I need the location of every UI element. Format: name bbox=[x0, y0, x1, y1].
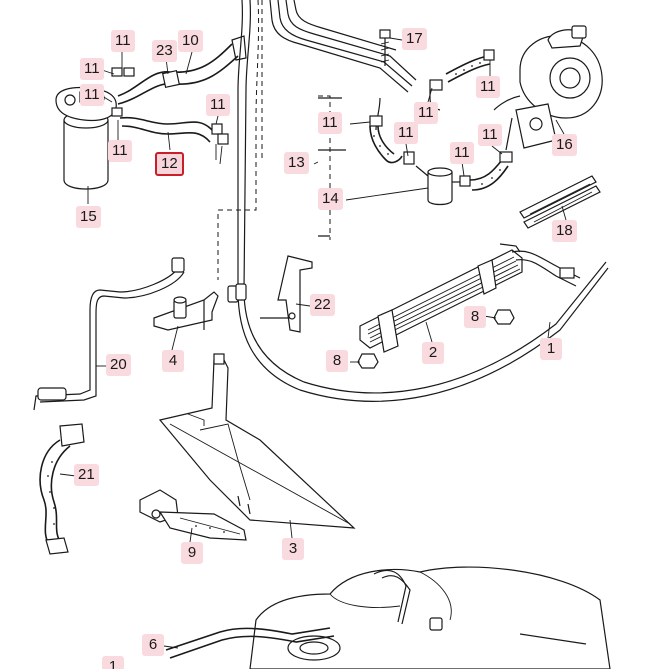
callout-11[interactable]: 11 bbox=[318, 112, 342, 134]
callout-11[interactable]: 11 bbox=[450, 142, 474, 164]
callout-2[interactable]: 2 bbox=[422, 342, 444, 364]
splash-shield bbox=[158, 353, 356, 529]
oil-cooler bbox=[359, 243, 581, 353]
bracket-13 bbox=[318, 97, 346, 237]
callout-6[interactable]: 6 bbox=[142, 634, 164, 656]
callout-11[interactable]: 11 bbox=[394, 122, 418, 144]
upper-pipe-bundle bbox=[269, 0, 417, 240]
callout-17[interactable]: 17 bbox=[402, 28, 427, 50]
callout-8[interactable]: 8 bbox=[326, 350, 348, 372]
callout-21[interactable]: 21 bbox=[74, 464, 99, 486]
callout-1[interactable]: 1 bbox=[102, 656, 124, 669]
callout-11[interactable]: 11 bbox=[206, 94, 230, 116]
callout-15[interactable]: 15 bbox=[76, 206, 101, 228]
fuel-tank bbox=[165, 566, 611, 669]
bracket-4 bbox=[153, 291, 219, 331]
callout-11[interactable]: 11 bbox=[111, 30, 135, 52]
vertical-pipe-bundle bbox=[217, 0, 609, 402]
filter-hoses bbox=[111, 35, 247, 160]
callout-18[interactable]: 18 bbox=[552, 220, 577, 242]
callout-1[interactable]: 1 bbox=[540, 338, 562, 360]
callout-16[interactable]: 16 bbox=[552, 134, 577, 156]
callout-3[interactable]: 3 bbox=[282, 538, 304, 560]
bolt bbox=[379, 29, 391, 66]
callout-13[interactable]: 13 bbox=[284, 152, 309, 174]
callout-22[interactable]: 22 bbox=[310, 294, 335, 316]
callout-14[interactable]: 14 bbox=[318, 188, 343, 210]
callout-11[interactable]: 11 bbox=[414, 102, 438, 124]
callout-4[interactable]: 4 bbox=[162, 350, 184, 372]
callout-11[interactable]: 11 bbox=[80, 58, 104, 80]
callout-11[interactable]: 11 bbox=[80, 84, 104, 106]
pump-assembly bbox=[493, 25, 603, 151]
callout-11[interactable]: 11 bbox=[476, 76, 500, 98]
callout-9[interactable]: 9 bbox=[181, 542, 203, 564]
callout-10[interactable]: 10 bbox=[178, 30, 203, 52]
pad-9 bbox=[139, 489, 247, 541]
callout-11[interactable]: 11 bbox=[108, 140, 132, 162]
callout-23[interactable]: 23 bbox=[152, 40, 177, 62]
callout-12-selected[interactable]: 12 bbox=[155, 152, 184, 176]
callout-20[interactable]: 20 bbox=[106, 354, 131, 376]
bracket-22 bbox=[260, 255, 313, 333]
dotted-hoses bbox=[369, 49, 513, 206]
callout-8[interactable]: 8 bbox=[464, 306, 486, 328]
callout-11[interactable]: 11 bbox=[478, 124, 502, 146]
pipe-20-hose-21 bbox=[33, 257, 185, 555]
